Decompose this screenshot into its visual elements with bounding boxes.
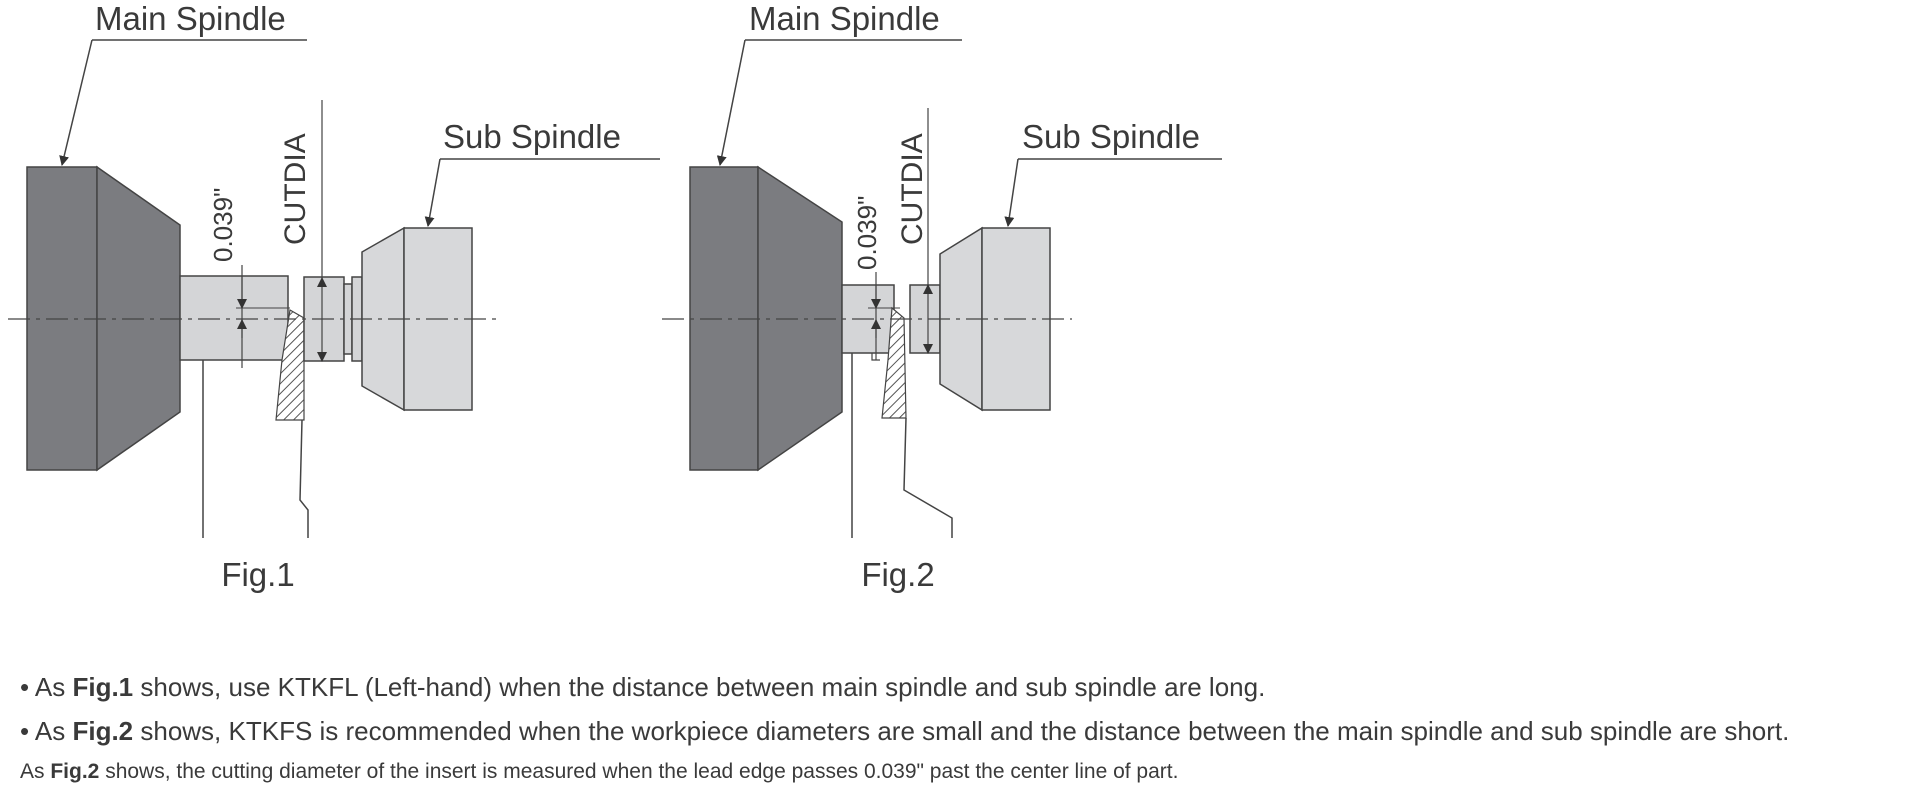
tool-holder-1: [299, 419, 309, 538]
note-2-prefix: • As: [20, 716, 73, 746]
offset-label-2: 0.039": [852, 196, 882, 270]
workpiece-2: [841, 284, 895, 354]
main-spindle-label-2: Main Spindle: [749, 0, 940, 37]
tool-holder-2: [903, 417, 953, 538]
note-3-text: shows, the cutting diameter of the inser…: [99, 760, 1179, 783]
cutting-insert-2: [881, 306, 907, 419]
note-1-fig: Fig.1: [72, 672, 134, 702]
main-spindle-label-1: Main Spindle: [95, 0, 286, 37]
cutdia-label-1: CUTDIA: [279, 133, 312, 245]
sub-spindle-1: [361, 226, 473, 412]
notes: • As Fig.1 shows, use KTKFL (Left-hand) …: [20, 665, 1910, 789]
sub-spindle-label-2: Sub Spindle: [1022, 118, 1200, 155]
note-3-prefix: As: [20, 760, 51, 783]
offset-label-1: 0.039": [208, 188, 238, 262]
figure-caption-1: Fig.1: [221, 556, 294, 593]
workpiece-1: [179, 275, 289, 361]
note-2-fig: Fig.2: [72, 716, 134, 746]
note-3-fig: Fig.2: [50, 760, 100, 783]
figure-2: 0.039" CUTDIA Main Spindle Sub Spindle F…: [662, 0, 1222, 593]
cutting-insert-1: [275, 309, 305, 421]
note-1-prefix: • As: [20, 672, 73, 702]
cutdia-label-2: CUTDIA: [896, 133, 929, 245]
note-1-text: shows, use KTKFL (Left-hand) when the di…: [133, 672, 1266, 702]
sub-spindle-label-1: Sub Spindle: [443, 118, 621, 155]
figure-caption-2: Fig.2: [861, 556, 934, 593]
note-2: • As Fig.2 shows, KTKFS is recommended w…: [20, 709, 1910, 753]
note-1: • As Fig.1 shows, use KTKFL (Left-hand) …: [20, 665, 1910, 709]
note-3: As Fig.2 shows, the cutting diameter of …: [20, 755, 1910, 789]
figure-1: 0.039" CUTDIA Main Spindle Sub Spindle F…: [8, 0, 660, 593]
note-2-text: shows, KTKFS is recommended when the wor…: [133, 716, 1790, 746]
